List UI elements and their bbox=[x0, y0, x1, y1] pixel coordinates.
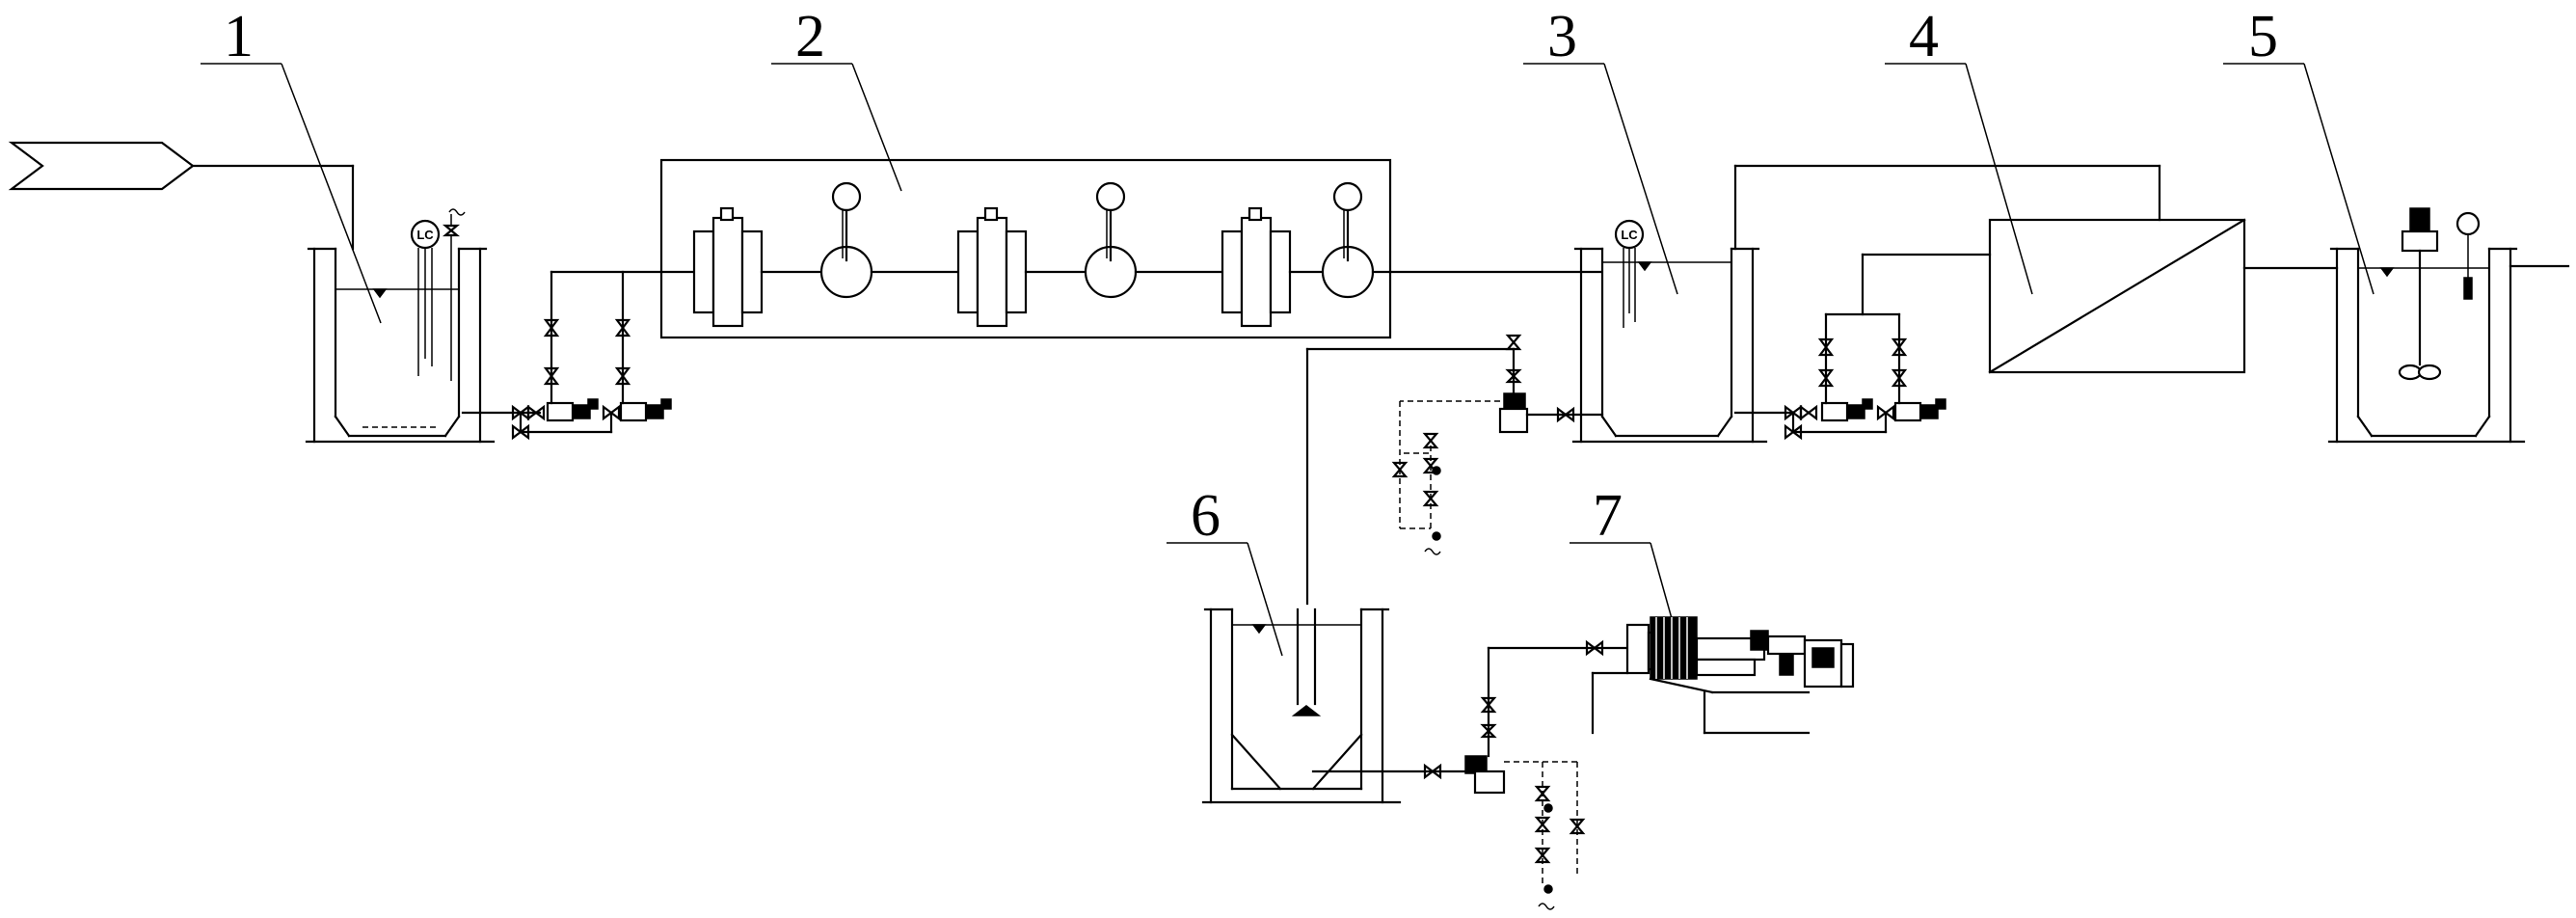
check-valve-icon bbox=[1891, 368, 1908, 388]
water-level-icon bbox=[1637, 261, 1652, 272]
water-level-icon bbox=[2379, 267, 2395, 278]
unit-number-4: 4 bbox=[1909, 4, 1939, 69]
valve-icon bbox=[526, 404, 546, 421]
agitator-motor-icon bbox=[2409, 207, 2430, 234]
filter-plates-icon bbox=[1650, 616, 1698, 680]
level-controller-tag: LC bbox=[416, 228, 434, 242]
pump-icon bbox=[1473, 770, 1506, 795]
agitator-impeller-icon bbox=[2398, 364, 2423, 381]
unit-number-2: 2 bbox=[795, 4, 825, 69]
unit-label-6: 6 bbox=[1167, 483, 1283, 657]
filter-press-7 bbox=[1591, 616, 1855, 735]
valve-icon bbox=[1480, 696, 1497, 714]
check-valve-icon bbox=[614, 366, 631, 386]
tank-1: LC bbox=[305, 208, 496, 444]
inlet-arrow bbox=[8, 141, 355, 251]
membrane-module-4 bbox=[1988, 218, 2339, 374]
valve-icon bbox=[1534, 785, 1551, 802]
pump-set-1 bbox=[461, 270, 672, 441]
unit-label-1: 1 bbox=[201, 4, 382, 324]
membrane-piping bbox=[1733, 164, 2161, 441]
unit-label-4: 4 bbox=[1885, 4, 2033, 295]
sludge-return-line bbox=[1305, 334, 1604, 606]
valve-icon bbox=[1534, 816, 1551, 833]
valve-icon bbox=[1876, 404, 1895, 421]
level-controller-tag: LC bbox=[1621, 228, 1638, 242]
pump-icon bbox=[1498, 407, 1529, 434]
unit-number-5: 5 bbox=[2248, 4, 2278, 69]
check-valve-icon bbox=[1817, 368, 1835, 388]
unit-label-3: 3 bbox=[1523, 4, 1678, 295]
motor-icon bbox=[645, 404, 664, 419]
water-level-icon bbox=[372, 288, 388, 299]
pump-icon bbox=[1893, 401, 1922, 422]
valve-icon bbox=[1505, 334, 1522, 351]
valve-icon bbox=[1891, 338, 1908, 357]
valve-icon bbox=[1556, 406, 1575, 423]
sensor-icon bbox=[2455, 211, 2481, 236]
tank-3: LC bbox=[1571, 219, 1768, 444]
motor-icon bbox=[1919, 404, 1939, 419]
motor-icon bbox=[572, 404, 591, 419]
diffuser-icon bbox=[1291, 705, 1322, 716]
valve-icon bbox=[511, 423, 530, 441]
unit-number-1: 1 bbox=[224, 4, 254, 69]
unit-label-7: 7 bbox=[1570, 483, 1674, 623]
filter-skid-2 bbox=[659, 158, 1602, 339]
valve-icon bbox=[1585, 639, 1604, 657]
motor-icon bbox=[1503, 392, 1526, 410]
tank-5 bbox=[2327, 207, 2570, 444]
unit-number-3: 3 bbox=[1547, 4, 1577, 69]
valve-icon bbox=[1784, 423, 1803, 441]
tank-6 bbox=[1201, 608, 1467, 804]
valve-icon bbox=[1422, 457, 1439, 474]
water-level-icon bbox=[1251, 624, 1267, 634]
valve-icon bbox=[1422, 432, 1439, 449]
valve-icon bbox=[1422, 490, 1439, 507]
valve-icon bbox=[614, 318, 631, 338]
unit-labels: 1 2 3 4 5 6 7 bbox=[201, 4, 2375, 657]
valve-icon bbox=[1480, 723, 1497, 739]
pump-icon bbox=[619, 401, 648, 422]
pump-icon bbox=[1820, 401, 1849, 422]
valve-icon bbox=[1569, 818, 1586, 835]
unit-number-7: 7 bbox=[1593, 483, 1623, 549]
valve-icon bbox=[1505, 368, 1522, 384]
valve-icon bbox=[1817, 338, 1835, 357]
pump-icon bbox=[546, 401, 575, 422]
unit-label-2: 2 bbox=[771, 4, 902, 192]
valve-icon bbox=[1423, 763, 1442, 780]
valve-icon bbox=[602, 404, 621, 421]
valve-icon bbox=[1534, 847, 1551, 864]
valve-icon bbox=[1799, 404, 1818, 421]
unit-label-5: 5 bbox=[2223, 4, 2375, 295]
filter-press-feed bbox=[1423, 639, 1629, 910]
valve-icon bbox=[1391, 461, 1409, 478]
check-valve-icon bbox=[543, 366, 560, 386]
unit-number-6: 6 bbox=[1191, 483, 1221, 549]
valve-icon bbox=[543, 318, 560, 338]
motor-icon bbox=[1846, 404, 1865, 419]
